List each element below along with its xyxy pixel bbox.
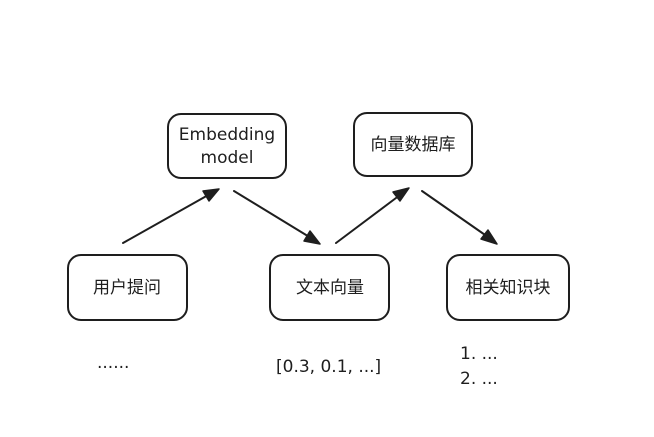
node-vector-db: 向量数据库: [353, 112, 473, 177]
related-chunks-label: 相关知识块: [466, 278, 551, 298]
user-question-note: ......: [97, 353, 129, 373]
text-vector-label: 文本向量: [296, 278, 364, 298]
related-chunks-list-item-2: 2. ...: [460, 369, 498, 389]
edge-embedding-model-to-text-vector: [233, 190, 321, 245]
node-user-question: 用户提问: [67, 254, 188, 321]
node-embedding-model: Embedding model: [167, 113, 287, 179]
related-chunks-list-item-1: 1. ...: [460, 344, 498, 364]
edge-text-vector-to-vector-db: [335, 187, 410, 244]
node-related-chunks: 相关知识块: [446, 254, 570, 321]
embedding-model-label-line-1: Embedding: [179, 125, 275, 145]
text-vector-note: [0.3, 0.1, ...]: [276, 357, 381, 377]
edge-vector-db-to-related-chunks: [421, 190, 498, 245]
edge-user-question-to-embedding-model: [122, 188, 220, 244]
node-text-vector: 文本向量: [269, 254, 390, 321]
vector-db-label: 向量数据库: [371, 135, 456, 155]
embedding-model-label-line-2: model: [201, 148, 254, 168]
user-question-label: 用户提问: [93, 278, 161, 298]
